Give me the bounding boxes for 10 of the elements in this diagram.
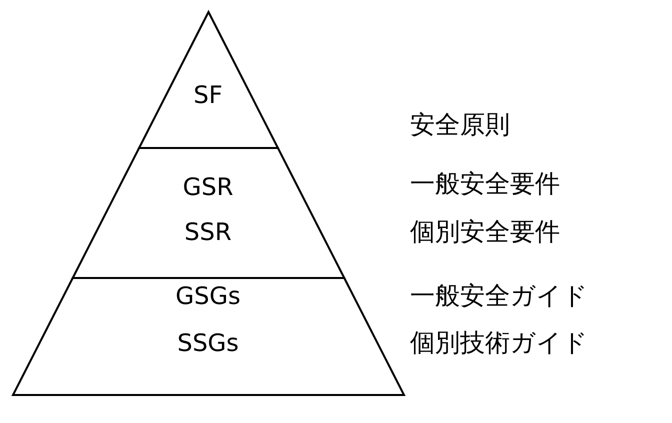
tier-label: GSR	[182, 173, 234, 201]
tier-description: 一般安全要件	[410, 169, 560, 199]
tier-description: 個別安全要件	[410, 217, 560, 247]
tier-label: GSGs	[176, 282, 240, 310]
tier-label: SSGs	[177, 329, 239, 357]
tier-label: SF	[193, 81, 223, 109]
tier-description: 一般安全ガイド	[410, 281, 588, 311]
tier-label: SSR	[184, 218, 232, 246]
tier-description: 安全原則	[410, 110, 510, 140]
tier-description: 個別技術ガイド	[410, 328, 588, 358]
